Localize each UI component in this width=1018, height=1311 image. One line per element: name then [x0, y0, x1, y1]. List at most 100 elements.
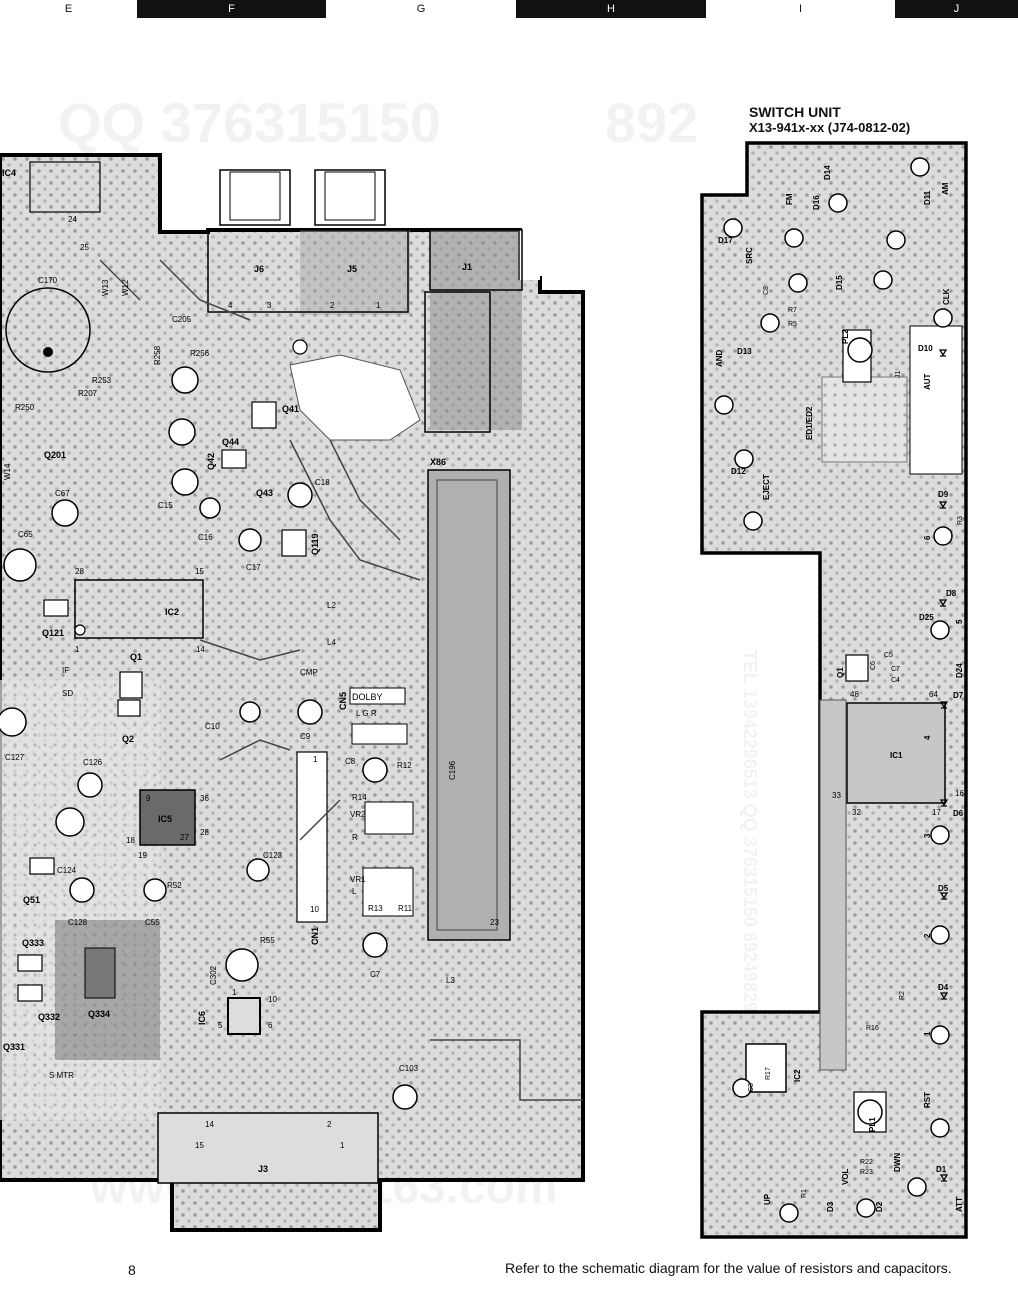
svg-text:EJECT: EJECT [762, 474, 771, 500]
svg-text:5: 5 [218, 1021, 223, 1030]
svg-text:D8: D8 [946, 589, 957, 598]
svg-text:J5: J5 [347, 264, 357, 274]
svg-text:L4: L4 [327, 638, 336, 647]
svg-text:C205: C205 [172, 315, 192, 324]
svg-text:C67: C67 [55, 489, 70, 498]
svg-text:R1: R1 [801, 1189, 808, 1198]
svg-text:4: 4 [923, 735, 932, 740]
svg-text:R52: R52 [167, 881, 182, 890]
svg-text:Q43: Q43 [256, 488, 273, 498]
svg-text:C302: C302 [209, 965, 218, 985]
svg-text:Q121: Q121 [42, 628, 64, 638]
svg-text:D13: D13 [737, 347, 752, 356]
switch-unit-title: SWITCH UNIT [749, 104, 841, 120]
svg-text:D17: D17 [718, 236, 733, 245]
svg-text:C126: C126 [83, 758, 103, 767]
svg-text:C103: C103 [399, 1064, 419, 1073]
svg-text:UP: UP [763, 1193, 772, 1205]
svg-text:D16: D16 [812, 195, 821, 210]
svg-text:CMP: CMP [300, 668, 318, 677]
svg-text:IC6: IC6 [197, 1011, 207, 1025]
svg-text:C3: C3 [748, 1083, 755, 1092]
svg-text:W13: W13 [101, 279, 110, 296]
svg-text:R207: R207 [78, 389, 98, 398]
svg-text:10: 10 [268, 995, 277, 1004]
page-number: 8 [128, 1262, 136, 1278]
svg-text:15: 15 [195, 567, 204, 576]
svg-text:D14: D14 [823, 165, 832, 180]
svg-text:RST: RST [923, 1092, 932, 1108]
svg-text:DWN: DWN [893, 1153, 902, 1172]
svg-text:X86: X86 [430, 457, 446, 467]
svg-text:D5: D5 [938, 884, 949, 893]
svg-text:IC5: IC5 [158, 814, 172, 824]
svg-text:R55: R55 [260, 936, 275, 945]
svg-text:19: 19 [138, 851, 147, 860]
svg-text:ATT: ATT [955, 1197, 964, 1212]
svg-text:C15: C15 [158, 501, 173, 510]
svg-text:4: 4 [228, 301, 233, 310]
svg-text:D6: D6 [953, 809, 964, 818]
svg-text:Q332: Q332 [38, 1012, 60, 1022]
svg-text:SRC: SRC [745, 247, 754, 264]
svg-text:17: 17 [932, 808, 941, 817]
svg-text:R7: R7 [788, 307, 797, 314]
svg-text:C17: C17 [246, 563, 261, 572]
svg-text:C170: C170 [38, 276, 58, 285]
svg-text:C16: C16 [198, 533, 213, 542]
svg-text:L3: L3 [446, 976, 455, 985]
svg-text:Q41: Q41 [282, 404, 299, 414]
svg-text:L2: L2 [327, 601, 336, 610]
switch-unit-pin-numbers: 6 5 4 3 2 1 48 64 33 32 17 16 [832, 535, 964, 1036]
svg-text:J3: J3 [258, 1164, 268, 1174]
svg-text:Q1: Q1 [130, 652, 142, 662]
svg-text:D7: D7 [953, 691, 964, 700]
main-board [0, 153, 585, 1232]
svg-text:Q201: Q201 [44, 450, 66, 460]
svg-text:IC2: IC2 [165, 607, 179, 617]
svg-text:AUT: AUT [923, 373, 932, 390]
svg-text:R11: R11 [398, 904, 413, 913]
svg-text:J1: J1 [462, 262, 472, 272]
svg-text:32: 32 [852, 808, 861, 817]
svg-text:IC2: IC2 [793, 1069, 802, 1082]
svg-text:Q331: Q331 [3, 1042, 25, 1052]
svg-text:D15: D15 [835, 275, 844, 290]
svg-text:1: 1 [376, 301, 381, 310]
svg-text:14: 14 [196, 645, 205, 654]
svg-text:5: 5 [955, 619, 964, 624]
svg-text:D25: D25 [919, 613, 934, 622]
svg-text:C6: C6 [870, 661, 877, 670]
svg-text:C128: C128 [68, 918, 88, 927]
switch-unit-passive-labels: R16 R22 R23 R17 R1 R2 R3 R7 R5 C3 C4 C5 … [748, 286, 964, 1198]
svg-text:6: 6 [923, 535, 932, 540]
svg-text:R256: R256 [190, 349, 210, 358]
svg-text:PL2: PL2 [841, 329, 850, 344]
svg-text:Q2: Q2 [122, 734, 134, 744]
svg-text:IC1: IC1 [890, 751, 903, 760]
svg-text:R258: R258 [153, 345, 162, 365]
svg-text:1: 1 [75, 645, 80, 654]
svg-text:W12: W12 [121, 279, 130, 296]
svg-text:28: 28 [200, 828, 209, 837]
svg-text:C196: C196 [448, 760, 457, 780]
svg-text:VR2: VR2 [350, 810, 366, 819]
svg-text:D3: D3 [826, 1201, 835, 1212]
svg-text:10: 10 [310, 905, 319, 914]
svg-text:J1: J1 [895, 371, 902, 379]
svg-text:R5: R5 [788, 321, 797, 328]
svg-text:R17: R17 [765, 1067, 772, 1080]
svg-text:R22: R22 [860, 1159, 873, 1166]
svg-text:R: R [352, 833, 358, 842]
main-board-passive-labels: C170 C205 R256 R253 R207 R250 W13 W12 W1… [3, 276, 457, 1080]
svg-text:Q333: Q333 [22, 938, 44, 948]
switch-unit-board [700, 141, 968, 1239]
svg-text:CN5: CN5 [338, 692, 348, 710]
svg-text:C123: C123 [263, 851, 283, 860]
ruler-column-g: G [326, 0, 516, 18]
svg-text:Q42: Q42 [206, 453, 216, 470]
svg-text:S MTR: S MTR [49, 1071, 74, 1080]
watermark-qq: QQ 376315150 [58, 91, 441, 154]
svg-text:R23: R23 [860, 1169, 873, 1176]
